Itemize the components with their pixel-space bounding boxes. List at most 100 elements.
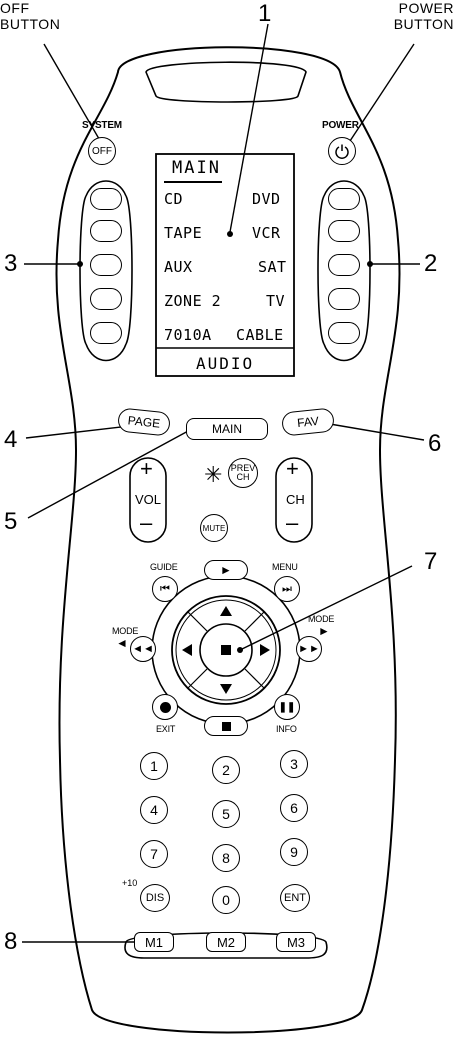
lcd-title-underline (164, 181, 222, 183)
main-button[interactable]: MAIN (186, 418, 268, 440)
fast-forward-button[interactable]: ►► (296, 636, 322, 662)
vol-plus-button[interactable]: + (140, 456, 153, 482)
vol-minus-button[interactable]: – (140, 510, 152, 536)
left-soft-button-3[interactable] (90, 254, 122, 276)
stop-button[interactable] (204, 716, 248, 736)
macro-m3-button[interactable]: M3 (276, 932, 316, 952)
digit-9-label: 9 (290, 844, 298, 860)
digit-6-button[interactable]: 6 (280, 794, 308, 822)
right-soft-button-1[interactable] (328, 188, 360, 210)
rewind-button[interactable]: ◄◄ (130, 636, 156, 662)
digit-2-button[interactable]: 2 (212, 756, 240, 784)
lcd-bottom-audio: AUDIO (196, 354, 254, 373)
callout-off-button: OFF BUTTON (0, 0, 60, 32)
vol-label: VOL (135, 492, 161, 507)
pause-icon: ❚❚ (279, 702, 296, 713)
right-soft-button-2[interactable] (328, 220, 360, 242)
dis-button-label: DIS (146, 892, 164, 904)
digit-8-label: 8 (222, 850, 230, 866)
play-icon: ► (220, 563, 232, 577)
stop-icon (222, 722, 231, 731)
digit-7-button[interactable]: 7 (140, 840, 168, 868)
dpad-stop-square (221, 645, 231, 655)
prev-ch-button[interactable]: PREV CH (228, 458, 258, 488)
lcd-source-cd: CD (164, 190, 183, 208)
info-label: INFO (276, 724, 297, 734)
prev-ch-line2: CH (237, 473, 250, 482)
record-exit-button[interactable] (152, 694, 178, 720)
mode-right-arrow-icon: ► (318, 624, 330, 638)
left-soft-button-5[interactable] (90, 322, 122, 344)
fav-button-label: FAV (296, 414, 319, 430)
left-soft-button-4[interactable] (90, 288, 122, 310)
ch-minus-button[interactable]: – (286, 510, 298, 536)
lcd-source-dvd: DVD (252, 190, 281, 208)
digit-1-label: 1 (150, 758, 158, 774)
callout-number-4: 4 (4, 426, 17, 454)
digit-0-label: 0 (222, 892, 230, 908)
play-button[interactable]: ► (204, 560, 248, 580)
guide-skip-back-button[interactable]: ⏮ (152, 576, 178, 602)
lcd-title: MAIN (172, 158, 221, 178)
macro-m2-label: M2 (217, 935, 235, 950)
left-soft-button-2[interactable] (90, 220, 122, 242)
lcd-source-aux: AUX (164, 258, 193, 276)
right-soft-button-4[interactable] (328, 288, 360, 310)
digit-5-button[interactable]: 5 (212, 800, 240, 828)
asterisk-button[interactable]: ✳ (204, 462, 222, 488)
lcd-source-zone2: ZONE 2 (164, 292, 221, 310)
top-recess (146, 62, 306, 102)
ch-plus-button[interactable]: + (286, 456, 299, 482)
lcd-source-tv: TV (266, 292, 285, 310)
pause-info-button[interactable]: ❚❚ (274, 694, 300, 720)
digit-1-button[interactable]: 1 (140, 752, 168, 780)
callout-number-1: 1 (258, 0, 271, 28)
callout-number-3: 3 (4, 250, 17, 278)
callout-number-8: 8 (4, 928, 17, 956)
mode-left-arrow-icon: ◄ (116, 636, 128, 650)
digit-4-label: 4 (150, 802, 158, 818)
power-label: POWER (322, 120, 359, 131)
menu-skip-forward-button[interactable]: ⏭ (274, 576, 300, 602)
digit-8-button[interactable]: 8 (212, 844, 240, 872)
callout-number-6: 6 (428, 430, 441, 458)
off-button-label: OFF (92, 146, 112, 157)
fast-forward-icon: ►► (298, 643, 320, 655)
power-button[interactable] (328, 137, 356, 165)
skip-back-icon: ⏮ (160, 583, 170, 596)
macro-m1-label: M1 (145, 935, 163, 950)
digit-4-button[interactable]: 4 (140, 796, 168, 824)
lcd-source-cable: CABLE (236, 326, 284, 344)
menu-label: MENU (272, 562, 298, 572)
digit-9-button[interactable]: 9 (280, 838, 308, 866)
dis-button[interactable]: DIS (140, 884, 170, 912)
lcd-source-7010a: 7010A (164, 326, 212, 344)
lcd-source-tape: TAPE (164, 224, 202, 242)
macro-m2-button[interactable]: M2 (206, 932, 246, 952)
left-soft-button-1[interactable] (90, 188, 122, 210)
record-icon (160, 702, 171, 713)
right-soft-button-3[interactable] (328, 254, 360, 276)
macro-m1-button[interactable]: M1 (134, 932, 174, 952)
off-button[interactable]: OFF (88, 137, 116, 165)
ent-button[interactable]: ENT (280, 884, 310, 912)
exit-label: EXIT (156, 724, 175, 734)
digit-5-label: 5 (222, 806, 230, 822)
guide-label: GUIDE (150, 562, 178, 572)
mute-button[interactable]: MUTE (200, 514, 228, 542)
callout-number-7: 7 (424, 548, 437, 576)
digit-0-button[interactable]: 0 (212, 886, 240, 914)
digit-2-label: 2 (222, 762, 230, 778)
digit-3-button[interactable]: 3 (280, 750, 308, 778)
right-soft-button-5[interactable] (328, 322, 360, 344)
system-label: SYSTEM (82, 120, 122, 131)
power-icon (334, 143, 350, 159)
skip-forward-icon: ⏭ (282, 583, 292, 596)
mode-left-label: MODE (112, 626, 138, 636)
mode-right-label: MODE (308, 614, 334, 624)
rewind-icon: ◄◄ (132, 643, 154, 655)
mute-button-label: MUTE (203, 524, 226, 533)
callout-power-button: POWER BUTTON (394, 0, 454, 32)
digit-3-label: 3 (290, 756, 298, 772)
